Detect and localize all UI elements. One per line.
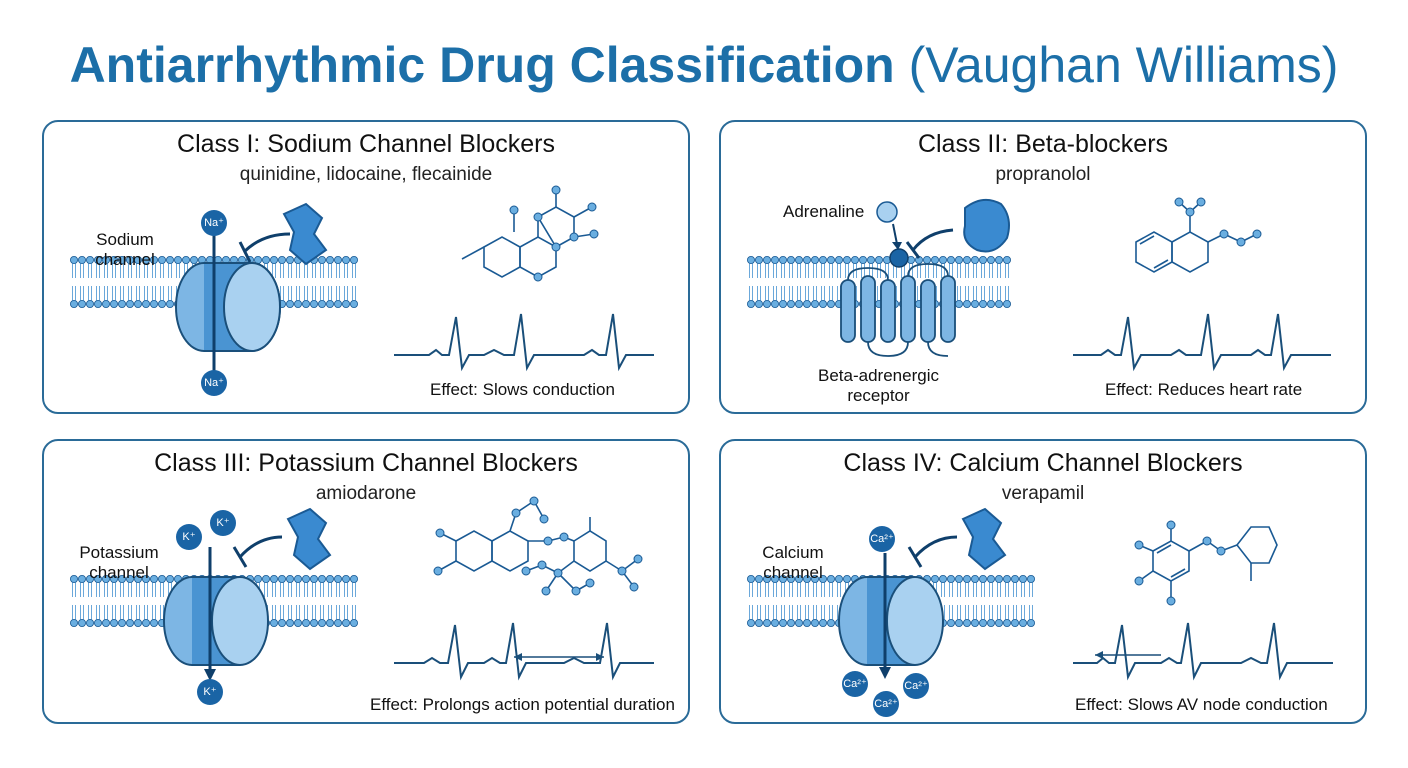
sodium-channel-diagram	[69, 185, 654, 384]
channel-label: Calcium channel	[762, 543, 824, 582]
effect-text: Effect: Slows AV node conduction	[1075, 695, 1328, 714]
title-main: Antiarrhythmic Drug Classification	[69, 37, 895, 93]
adrenaline-icon	[876, 201, 898, 223]
block-inhibitor-icon	[238, 535, 283, 559]
ecg-trace-icon	[394, 313, 654, 372]
chemical-structure-icon	[1135, 201, 1258, 273]
drug-molecule-icon	[286, 507, 332, 571]
panel-class-ii: Class II: Beta-blockers propranolol Adre…	[719, 120, 1367, 414]
calcium-channel-icon	[838, 553, 944, 679]
block-inhibitor-icon	[242, 232, 291, 254]
panel-class-i: Class I: Sodium Channel Blockers quinidi…	[42, 120, 690, 414]
lipid-bilayer	[746, 255, 1011, 308]
panel-title: Class I: Sodium Channel Blockers	[177, 130, 555, 158]
drug-names: verapamil	[1001, 483, 1085, 504]
receptor-label: Beta-adrenergic receptor	[818, 366, 939, 405]
title-paren: (Vaughan Williams)	[908, 37, 1339, 93]
panel-title: Class III: Potassium Channel Blockers	[154, 449, 578, 477]
panel-title: Class II: Beta-blockers	[917, 130, 1169, 158]
potassium-channel-icon	[163, 547, 269, 681]
chemical-structure-icon	[461, 190, 595, 278]
effect-text: Effect: Prolongs action potential durati…	[370, 695, 675, 714]
adrenaline-label: Adrenaline	[783, 202, 865, 221]
drug-names: propranolol	[995, 164, 1091, 185]
drug-names: amiodarone	[315, 483, 417, 504]
ion-ca-bottom-a: Ca²⁺	[842, 671, 868, 697]
panel-class-iv: Class IV: Calcium Channel Blockers verap…	[719, 439, 1367, 724]
block-inhibitor-icon	[911, 228, 954, 251]
ecg-trace-icon	[1073, 313, 1331, 372]
channel-label: Sodium channel	[95, 230, 155, 269]
page-title: Antiarrhythmic Drug Classification (Vaug…	[0, 30, 1408, 100]
drug-molecule-icon	[282, 202, 328, 266]
chemical-structure-icon	[437, 500, 639, 592]
ion-na-top: Na⁺	[201, 210, 227, 236]
drug-molecule-icon	[961, 507, 1007, 571]
ion-ca-bottom-b: Ca²⁺	[873, 691, 899, 717]
chemical-structure-icon	[1138, 525, 1278, 601]
block-inhibitor-icon	[913, 535, 958, 559]
beta-receptor-icon	[840, 248, 956, 357]
drug-names: quinidine, lidocaine, flecainide	[239, 164, 493, 185]
sodium-channel-icon	[175, 232, 281, 384]
ion-ca-top: Ca²⁺	[869, 526, 895, 552]
calcium-channel-diagram	[746, 507, 1333, 681]
drug-molecule-icon	[963, 198, 1010, 253]
effect-text: Effect: Reduces heart rate	[1105, 380, 1303, 399]
ecg-trace-icon	[394, 622, 654, 681]
ion-na-bottom: Na⁺	[201, 370, 227, 396]
panel-title: Class IV: Calcium Channel Blockers	[843, 449, 1243, 477]
ion-k-top-a: K⁺	[176, 524, 202, 550]
ion-k-top-b: K⁺	[210, 510, 236, 536]
panel-class-iii: Class III: Potassium Channel Blockers am…	[42, 439, 690, 724]
channel-label: Potassium channel	[79, 543, 159, 582]
beta-receptor-diagram	[746, 197, 1331, 372]
potassium-channel-diagram	[69, 496, 654, 681]
ecg-trace-icon	[1073, 622, 1333, 681]
effect-text: Effect: Slows conduction	[430, 380, 615, 399]
ion-k-bottom: K⁺	[197, 679, 223, 705]
ion-ca-bottom-c: Ca²⁺	[903, 673, 929, 699]
